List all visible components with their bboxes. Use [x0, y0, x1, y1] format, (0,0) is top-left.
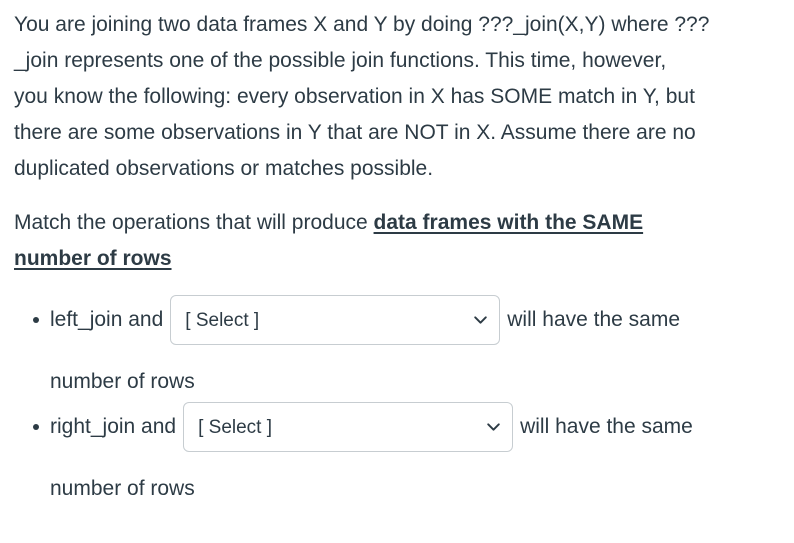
match-item-suffix: will have the same — [520, 415, 693, 438]
right-join-select-wrapper: [ Select ] — [183, 402, 514, 452]
match-prompt-emphasis-line2: number of rows — [14, 247, 172, 270]
question-line: there are some observations in Y that ar… — [14, 121, 696, 144]
match-item-continuation: number of rows — [50, 370, 195, 393]
left-join-answer-select[interactable]: [ Select ] — [170, 295, 501, 345]
match-item-suffix: will have the same — [507, 308, 681, 331]
match-prompt-prefix: Match the operations that will produce — [14, 211, 374, 234]
right-join-answer-select[interactable]: [ Select ] — [183, 402, 514, 452]
left-join-select-wrapper: [ Select ] — [170, 295, 501, 345]
question-line: you know the following: every observatio… — [14, 85, 695, 108]
match-item-label: right_join and — [50, 415, 177, 438]
match-item-row: left_join and [ Select ] will have the s… — [14, 295, 780, 345]
match-list: left_join and [ Select ] will have the s… — [14, 295, 780, 507]
bullet-marker — [33, 424, 39, 430]
match-prompt-emphasis-line1: data frames with the SAME — [373, 211, 644, 234]
bullet-marker — [33, 317, 39, 323]
question-line: duplicated observations or matches possi… — [14, 157, 434, 180]
question-paragraph: You are joining two data frames X and Y … — [14, 7, 780, 187]
match-prompt: Match the operations that will produce d… — [14, 205, 780, 277]
question-line: You are joining two data frames X and Y … — [14, 13, 710, 36]
match-item-left-join: left_join and [ Select ] will have the s… — [14, 295, 780, 400]
match-item-continuation: number of rows — [50, 477, 195, 500]
match-item-row: right_join and [ Select ] will have the … — [14, 402, 780, 452]
question-line: _join represents one of the possible joi… — [14, 49, 667, 72]
match-item-right-join: right_join and [ Select ] will have the … — [14, 402, 780, 507]
match-item-label: left_join and — [50, 308, 164, 331]
match-prompt-emphasis: data frames with the SAME number of rows — [14, 211, 643, 270]
